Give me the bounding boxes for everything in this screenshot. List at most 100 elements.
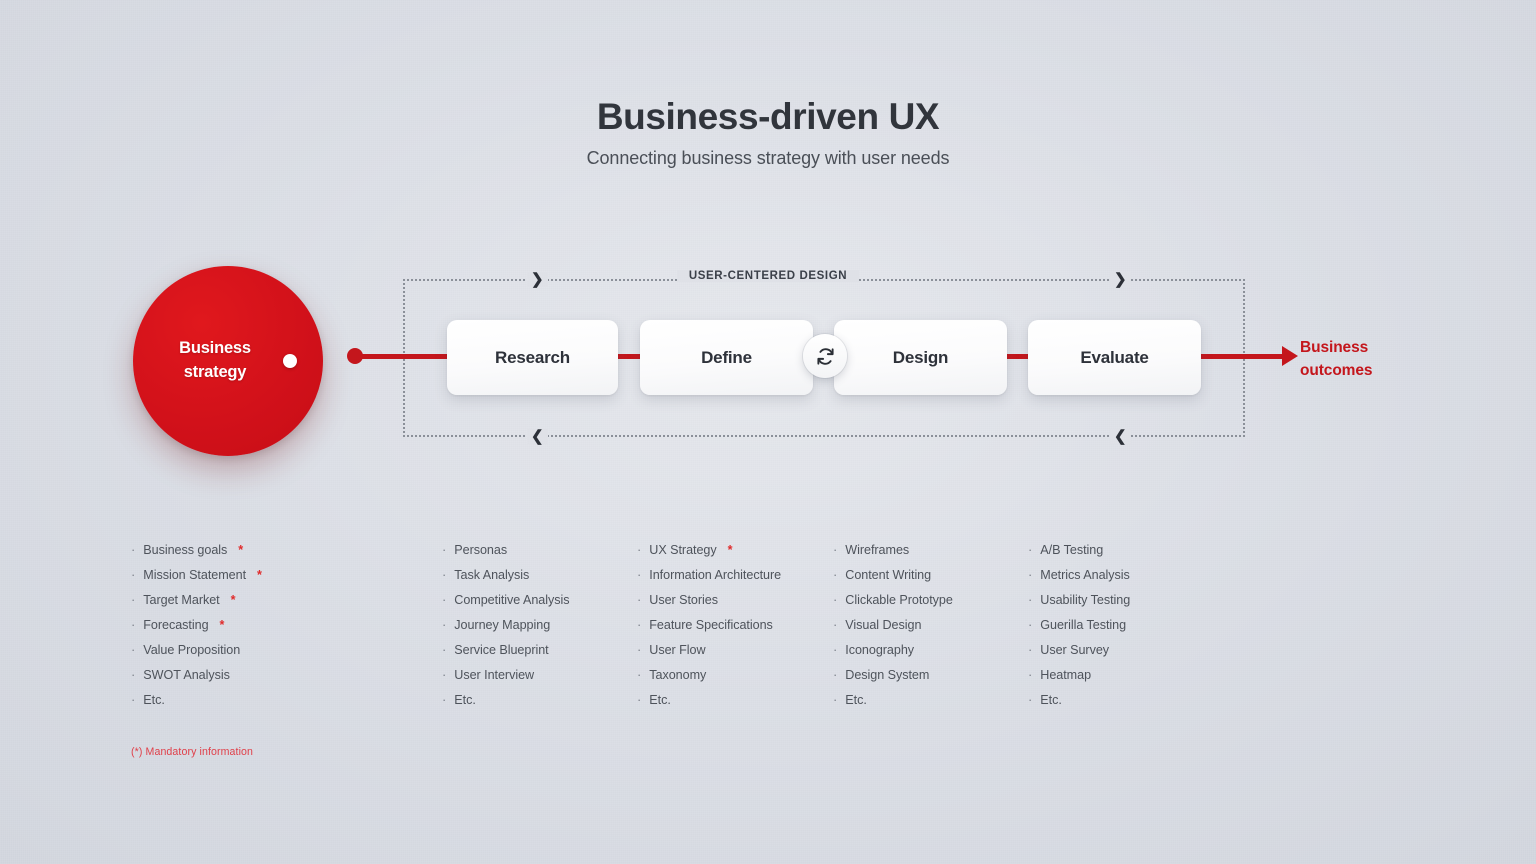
list-item-label: Etc. <box>845 693 867 707</box>
list-item: ·Etc. <box>833 693 953 718</box>
list-item-label: Iconography <box>845 643 915 657</box>
list-item: ·Business goals* <box>131 543 262 568</box>
list-item-label: Etc. <box>143 693 165 707</box>
list-item: · Wireframes <box>833 543 953 568</box>
step-box-design[interactable]: Design <box>834 320 1007 395</box>
list-item: ·Task Analysis <box>442 568 569 593</box>
mandatory-asterisk-icon: * <box>219 618 225 632</box>
list-item-label: SWOT Analysis <box>143 668 230 682</box>
list-item-label: Usability Testing <box>1040 593 1131 607</box>
bullet-icon: · <box>131 617 136 632</box>
list-item: ·Etc. <box>442 693 569 718</box>
list-item: · User Stories <box>637 593 781 618</box>
evaluate-items: ·A/B Testing·Metrics Analysis·Usability … <box>1028 543 1130 718</box>
connector-line-research-define <box>612 354 648 359</box>
business-strategy-node[interactable]: Business strategy <box>133 266 323 456</box>
list-item: · Metrics Analysis <box>1028 568 1130 593</box>
list-item: · Personas <box>442 543 569 568</box>
bullet-icon: · <box>637 667 642 682</box>
bullet-icon: · <box>442 667 447 682</box>
design-items: ·Wireframes·Content Writing·Clickable Pr… <box>833 543 953 718</box>
header: Business-driven UX Connecting business s… <box>0 96 1536 169</box>
list-item-label: Etc. <box>649 693 671 707</box>
bullet-icon: · <box>637 592 642 607</box>
list-item-label: Business goals <box>143 543 228 557</box>
bullet-icon: · <box>1028 617 1033 632</box>
bullet-icon: · <box>131 667 136 682</box>
connector-line-end <box>1194 354 1286 359</box>
list-item: · User Interview <box>442 668 569 693</box>
list-item-label: Metrics Analysis <box>1040 568 1130 582</box>
bullet-icon: · <box>1028 642 1033 657</box>
list-item: ·Feature Specifications <box>637 618 781 643</box>
bullet-icon: · <box>442 617 447 632</box>
list-item: ·Clickable Prototype <box>833 593 953 618</box>
list-item-label: Design System <box>845 668 930 682</box>
connector-line-start <box>352 354 457 359</box>
list-item: ·Service Blueprint <box>442 643 569 668</box>
chevron-left-icon-bottom-left: ❮ <box>527 429 548 444</box>
list-item: · Design System <box>833 668 953 693</box>
list-item: ·Usability Testing <box>1028 593 1130 618</box>
step-box-evaluate[interactable]: Evaluate <box>1028 320 1201 395</box>
bullet-icon: · <box>1028 567 1033 582</box>
mandatory-asterisk-icon: * <box>230 593 236 607</box>
bullet-icon: · <box>131 592 136 607</box>
bullet-icon: · <box>833 542 838 557</box>
define-items: ·UX Strategy*·Information Architecture·U… <box>637 543 781 718</box>
bullet-icon: · <box>442 567 447 582</box>
list-item-label: Target Market <box>143 593 220 607</box>
page-title: Business-driven UX <box>596 96 940 137</box>
step-box-define[interactable]: Define <box>640 320 813 395</box>
business-strategy-label: Business strategy <box>179 339 251 381</box>
bullet-icon: · <box>442 692 447 707</box>
step-box-research[interactable]: Research <box>447 320 618 395</box>
list-item-label: User Flow <box>649 643 706 657</box>
bullet-icon: · <box>442 642 447 657</box>
list-item-label: Heatmap <box>1040 668 1092 682</box>
connector-line-design-evaluate <box>1000 354 1036 359</box>
list-item: ·UX Strategy* <box>637 543 781 568</box>
list-item-label: User Interview <box>454 668 535 682</box>
bullet-icon: · <box>1028 692 1033 707</box>
mandatory-asterisk-icon: * <box>727 543 733 557</box>
bullet-icon: · <box>442 542 447 557</box>
list-item-label: Clickable Prototype <box>845 593 953 607</box>
list-item-label: Forecasting <box>143 618 209 632</box>
list-item-label: Guerilla Testing <box>1040 618 1127 632</box>
chevron-right-icon-top-right: ❯ <box>1110 272 1131 287</box>
list-item: · Information Architecture <box>637 568 781 593</box>
mandatory-asterisk-icon: * <box>238 543 244 557</box>
list-item: · Heatmap <box>1028 668 1130 693</box>
list-item-label: Wireframes <box>845 543 910 557</box>
list-item-label: Value Proposition <box>143 643 241 657</box>
list-item-label: Visual Design <box>845 618 922 632</box>
business-outcomes-label: Business outcomes <box>1300 339 1373 380</box>
chevron-left-icon-bottom-right: ❮ <box>1110 429 1131 444</box>
list-item: ·Visual Design <box>833 618 953 643</box>
list-item: ·Journey Mapping <box>442 618 569 643</box>
list-item-label: User Survey <box>1040 643 1110 657</box>
list-item: ·Etc. <box>637 693 781 718</box>
list-item: · Target Market * <box>131 593 262 618</box>
list-item-label: Information Architecture <box>649 568 782 582</box>
list-item: · SWOT Analysis <box>131 668 262 693</box>
bullet-icon: · <box>833 667 838 682</box>
list-item-label: Etc. <box>1040 693 1062 707</box>
list-item-label: Feature Specifications <box>649 618 773 632</box>
bullet-icon: · <box>1028 667 1033 682</box>
bullet-icon: · <box>637 542 642 557</box>
bullet-icon: · <box>637 567 642 582</box>
mandatory-footnote: (*) Mandatory information <box>131 746 254 758</box>
deliverables-columns: ·Business goals*·Mission Statement*·Targ… <box>0 543 1536 743</box>
list-item: ·Competitive Analysis <box>442 593 570 618</box>
bullet-icon: · <box>833 642 838 657</box>
refresh-icon[interactable] <box>803 334 847 378</box>
list-item-label: User Stories <box>649 593 718 607</box>
list-item: · Guerilla Testing <box>1028 618 1130 643</box>
mandatory-asterisk-icon: * <box>257 568 262 582</box>
page-subtitle: Connecting business strategy with user n… <box>586 148 950 168</box>
business-strategy-items: ·Business goals*·Mission Statement*·Targ… <box>131 543 262 718</box>
bullet-icon: · <box>637 642 642 657</box>
list-item-label: Personas <box>454 543 508 557</box>
